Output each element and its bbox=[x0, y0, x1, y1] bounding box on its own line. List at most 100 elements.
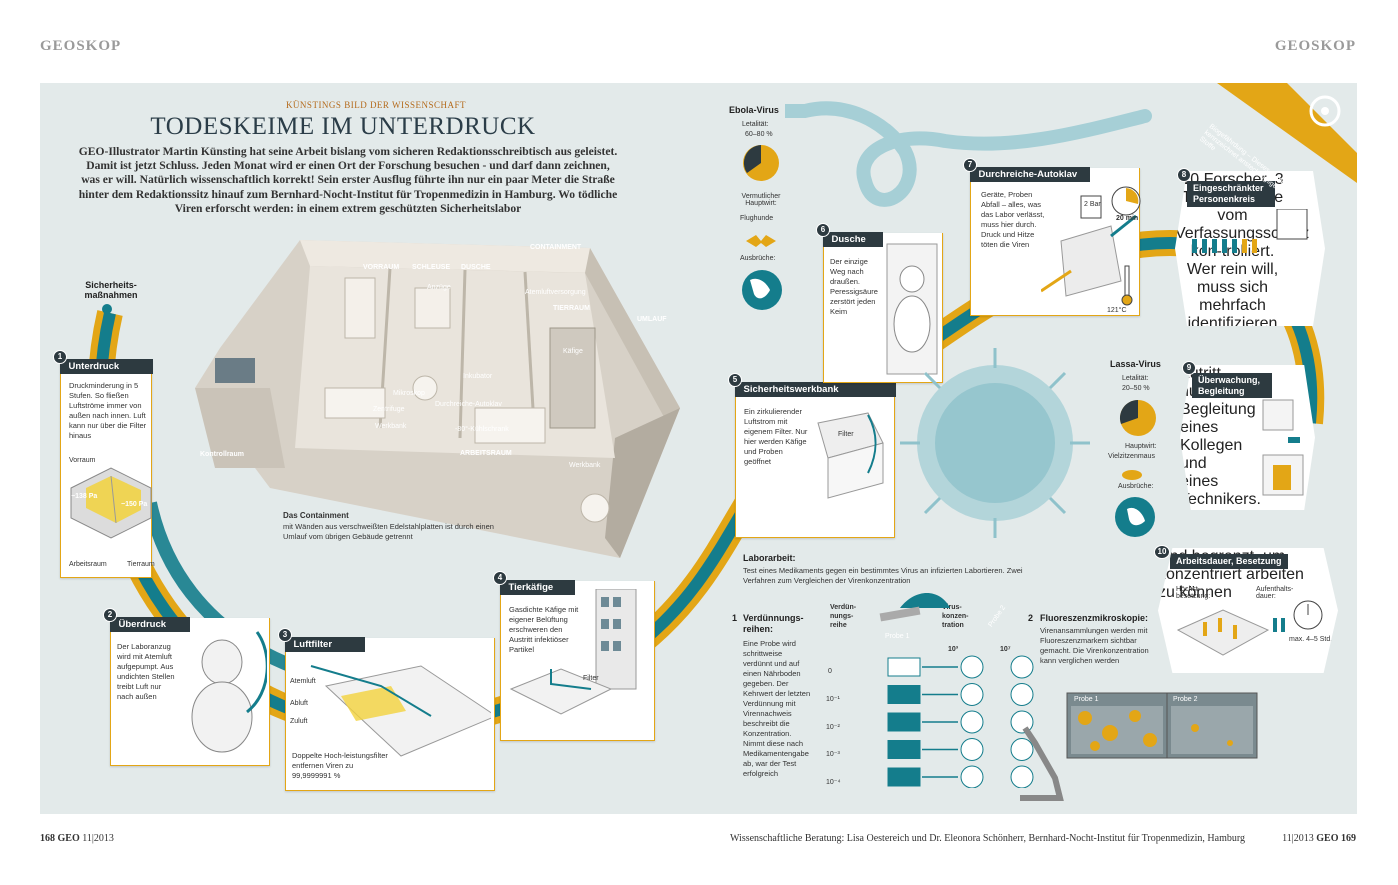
step-4-text: Gasdichte Käfige mit eigener Belüftung e… bbox=[509, 605, 579, 654]
footer-left: 168 GEO 11|2013 bbox=[40, 833, 114, 844]
containment-text: mit Wänden aus verschweißten Edelstahlpl… bbox=[283, 522, 494, 541]
method-2-text: Virenansammlungen werden mit Fluoreszenz… bbox=[1040, 626, 1149, 665]
autoklav-diagram bbox=[1041, 186, 1141, 306]
step-9-title: Überwachung, Begleitung bbox=[1192, 373, 1272, 398]
lassa-outbreaks-label: Ausbrüche: bbox=[1118, 483, 1154, 490]
lassa-lethality: 20–50 % bbox=[1122, 385, 1150, 392]
step-10-title: Arbeitsdauer, Besetzung bbox=[1170, 554, 1288, 569]
lab-label-zentrifuge: Zentrifuge bbox=[373, 406, 405, 413]
method-1-number: 1 bbox=[732, 613, 738, 623]
step-1-title: Unterdruck bbox=[59, 358, 153, 374]
step-6-dusche: Dusche 6 Der einzige Weg nach draußen. P… bbox=[816, 223, 943, 383]
step-1-label-150pa: −150 Pa bbox=[121, 501, 148, 508]
lab-label-werkbank: Werkbank bbox=[375, 423, 407, 430]
footer-issue-left: 11|2013 bbox=[82, 833, 114, 844]
bat-icon bbox=[746, 235, 776, 247]
step-10-label-dauer: Aufenthalts-dauer: bbox=[1256, 586, 1294, 600]
cage-rack-diagram bbox=[509, 589, 637, 715]
dilution-row-4: 10⁻⁴ bbox=[826, 779, 841, 786]
ebola-lethality-label: Letalität: bbox=[742, 121, 769, 128]
footer-page-left: 168 bbox=[40, 833, 55, 844]
lab-label-containment: CONTAINMENT bbox=[530, 244, 582, 251]
concentration-col-label: Virus- konzen- tration bbox=[942, 604, 969, 629]
method-1-text: Eine Probe wird schrittweise verdünnt un… bbox=[743, 639, 811, 778]
step-3-label-abluft: Abluft bbox=[290, 700, 308, 707]
ebola-host-label: Vermutlicher Hauptwirt: bbox=[741, 193, 781, 207]
step-5-werkbank: Sicherheitswerkbank 5 Ein zirkulierender… bbox=[728, 373, 896, 538]
step-1-label-138pa: −138 Pa bbox=[71, 493, 98, 500]
step-5-text: Ein zirkulierender Luftstrom mit eigenem… bbox=[744, 407, 808, 466]
culture-dish bbox=[1010, 738, 1034, 761]
ebola-lethality: 60–80 % bbox=[745, 131, 773, 138]
step-3-label-zuluft: Zuluft bbox=[290, 718, 308, 725]
lab-label-anzuege: Anzüge bbox=[427, 284, 451, 291]
method-1-title: Verdünnungs- reihen: bbox=[743, 613, 804, 634]
footer-credit: Wissenschaftliche Beratung: Lisa Oestere… bbox=[730, 833, 1245, 844]
werkbank-diagram bbox=[817, 412, 884, 499]
step-4-label-filter: Filter bbox=[583, 675, 599, 682]
culture-dish bbox=[1010, 655, 1034, 679]
dilution-row-3: 10⁻³ bbox=[826, 751, 840, 758]
lassa-globe-icon bbox=[1115, 497, 1155, 537]
step-8-title: Eingeschränkter Personenkreis bbox=[1187, 181, 1275, 207]
step-7-number: 7 bbox=[963, 158, 977, 172]
lab-label-werkbank-2: Werkbank bbox=[569, 462, 601, 469]
step-7-title: Durchreiche-Autoklav bbox=[969, 166, 1090, 182]
step-5-number: 5 bbox=[728, 373, 742, 387]
step-7-label-minutes: 20 min bbox=[1116, 215, 1139, 222]
infographic-panel: KÜNSTINGS BILD DER WISSENSCHAFT TODESKEI… bbox=[40, 83, 1357, 814]
lassa-lethality-pie bbox=[1119, 399, 1156, 436]
containment-title: Das Containment bbox=[283, 511, 349, 520]
footer-mag-left: GEO bbox=[57, 833, 80, 844]
step-1-text: Druckminderung in 5 Stufen. So fließen L… bbox=[69, 381, 147, 440]
dilution-row-1: 10⁻¹ bbox=[826, 696, 840, 703]
lab-label-atemluft: Atemluftversorgung bbox=[525, 289, 586, 296]
lab-label-kontrollraum: Kontrollraum bbox=[200, 451, 244, 458]
surveillance-diagram bbox=[1262, 399, 1304, 496]
lab-label-arbeitsraum: ARBEITSRAUM bbox=[460, 450, 512, 457]
ebola-globe-icon bbox=[742, 270, 782, 310]
dilution-plate bbox=[887, 767, 921, 787]
occupancy-diagram bbox=[1176, 600, 1323, 656]
lassa-virus-illustration bbox=[900, 348, 1090, 538]
step-5-title: Sicherheitswerkbank bbox=[734, 381, 896, 397]
labwork-text: Test eines Medikaments gegen ein bestimm… bbox=[743, 566, 1023, 585]
step-3-text: Doppelte Hoch-leistungsfilter entfernen … bbox=[292, 751, 388, 780]
step-8-number: 8 bbox=[1177, 168, 1191, 182]
step-10-label-max: max. 4–5 Std. bbox=[1289, 636, 1333, 643]
hazmat-suit-figure bbox=[191, 631, 267, 753]
step-10-label-besetzung: Höchst-besetzung: bbox=[1176, 586, 1211, 600]
lab-label-tierraum: TIERRAUM bbox=[553, 305, 590, 312]
lab-label-schleuse: SCHLEUSE bbox=[412, 264, 451, 271]
culture-dish bbox=[1010, 765, 1034, 788]
step-9-ueberwachung: Überwachung, Begleitung Zutritt nur in B… bbox=[1180, 365, 1315, 510]
step-7-label-temperature: 121°C bbox=[1107, 307, 1127, 314]
step-3-title: Luftfilter bbox=[284, 636, 365, 652]
dilution-series-diagram bbox=[879, 593, 1034, 788]
step-5-label-filter: Filter bbox=[838, 431, 854, 438]
concentration-probe-1: 10³ bbox=[948, 646, 959, 653]
step-6-number: 6 bbox=[816, 223, 830, 237]
method-2-title: Fluoreszenzmikroskopie: bbox=[1040, 613, 1149, 623]
lab-illustration: CONTAINMENT VORRAUM SCHLEUSE DUSCHE Anzü… bbox=[175, 238, 680, 568]
lassa-lethality-label: Letalität: bbox=[1122, 375, 1149, 382]
step-3-label-atemluft: Atemluft bbox=[290, 678, 316, 685]
lab-label-umlauf: UMLAUF bbox=[637, 316, 667, 323]
step-1-diagram bbox=[70, 467, 152, 539]
culture-dish bbox=[960, 710, 984, 734]
ebola-virus-illustration bbox=[785, 101, 1152, 207]
step-4-title: Tierkäfige bbox=[499, 579, 575, 595]
labwork-title: Laborarbeit: bbox=[743, 553, 796, 563]
probe-1-tag: Probe 1 bbox=[885, 633, 910, 640]
step-10-arbeitsdauer: Arbeitsdauer, Besetzung sind begrenzt, u… bbox=[1158, 548, 1338, 673]
mouse-icon bbox=[1122, 470, 1142, 480]
footer-issue-right: 11|2013 bbox=[1282, 833, 1314, 844]
step-2-title: Überdruck bbox=[109, 616, 190, 632]
lab-label-mikroskop: Mikroskop bbox=[393, 390, 425, 397]
kicker: KÜNSTINGS BILD DER WISSENSCHAFT bbox=[285, 100, 467, 110]
culture-dish bbox=[960, 655, 984, 679]
step-9-number: 9 bbox=[1182, 361, 1196, 375]
dilution-col-label: Verdün- nungs- reihe bbox=[830, 604, 857, 629]
culture-dish bbox=[960, 765, 984, 788]
step-1-label-arbeitsraum: Arbeitsraum bbox=[69, 561, 107, 568]
